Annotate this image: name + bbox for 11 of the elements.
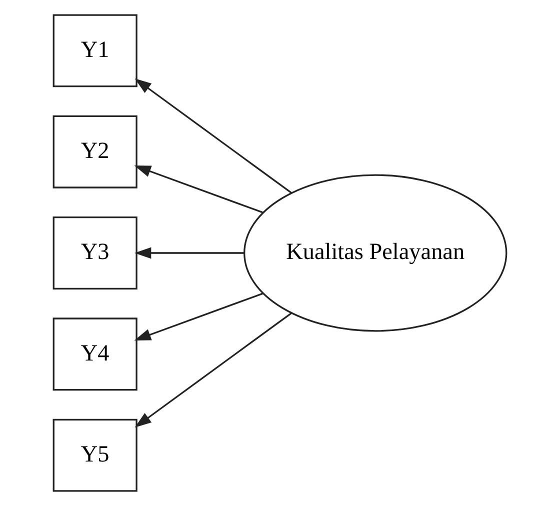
arrow xyxy=(134,312,292,428)
node-box: Y3 xyxy=(52,216,138,290)
arrow xyxy=(134,78,292,194)
arrow xyxy=(134,247,244,259)
node-box: Y5 xyxy=(52,418,138,492)
node-ellipse: Kualitas Pelayanan xyxy=(244,174,508,332)
node-box: Y1 xyxy=(52,14,138,88)
arrow xyxy=(134,166,263,214)
arrow xyxy=(134,292,263,340)
node-box: Y4 xyxy=(52,318,138,391)
node-box: Y2 xyxy=(52,115,138,188)
